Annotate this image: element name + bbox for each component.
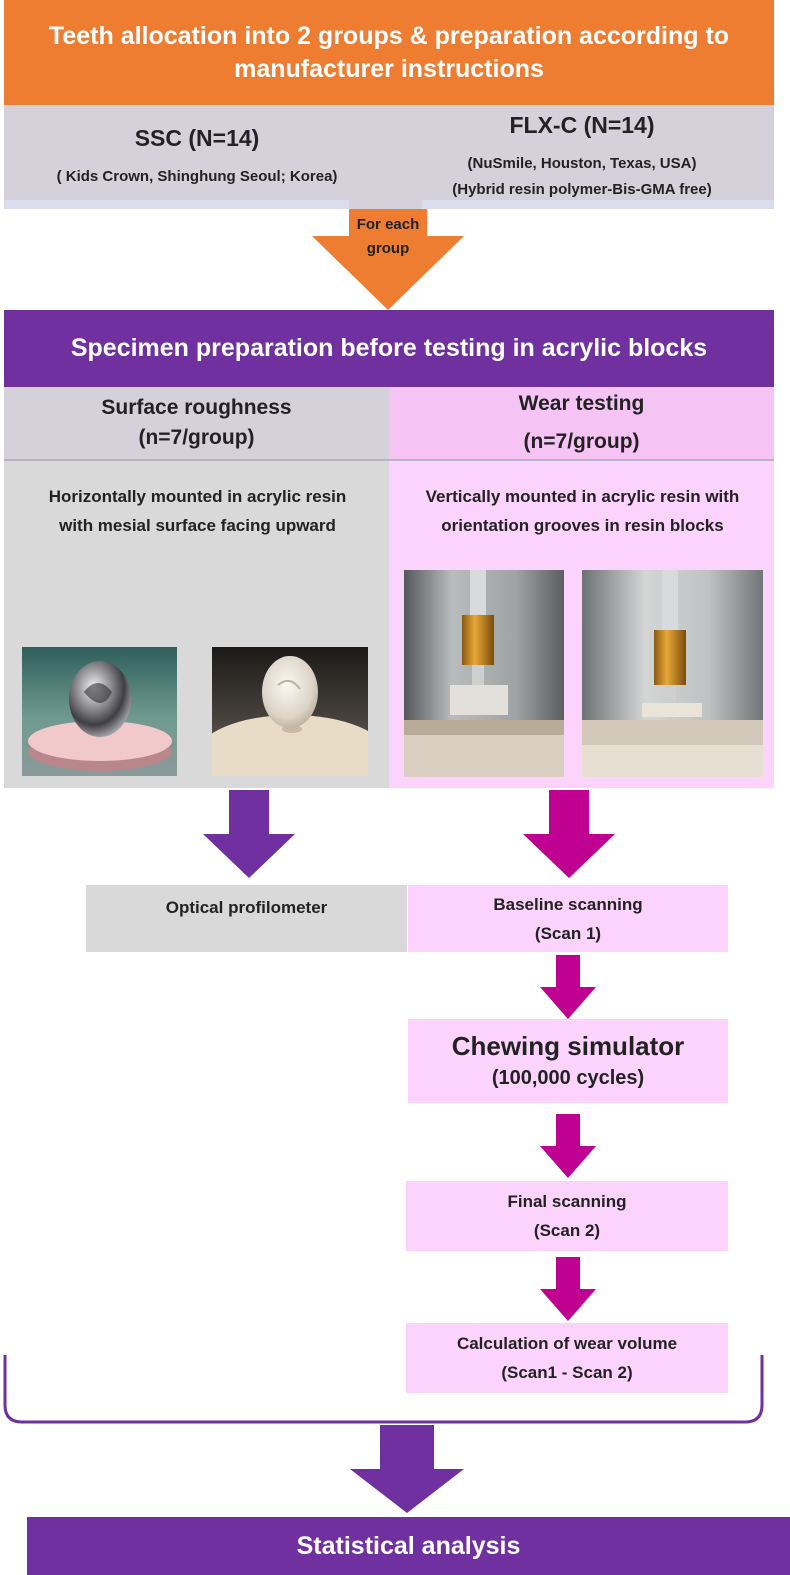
final-arrow-icon [350, 1425, 464, 1513]
statistical-analysis-title: Statistical analysis [296, 1531, 521, 1560]
wear-mounting-description: Vertically mounted in acrylic resin with… [425, 487, 740, 535]
final-scanning-title: Final scanning [507, 1192, 627, 1211]
allocation-banner: Teeth allocation into 2 groups & prepara… [4, 0, 774, 105]
wear-arrow-icon [523, 790, 615, 878]
merge-bracket [3, 1355, 764, 1424]
group-flxc-detail-1: (NuSmile, Houston, Texas, USA) [467, 154, 697, 172]
final-scanning-box: Final scanning (Scan 2) [406, 1181, 728, 1251]
chewing-tester-photo-2 [582, 570, 763, 777]
chewing-simulator-sub: (100,000 cycles) [491, 1067, 645, 1089]
group-ssc-detail: ( Kids Crown, Shinghung Seoul; Korea) [56, 167, 338, 185]
step-arrow-icon-2 [540, 1114, 596, 1178]
chewing-tester-photo-1 [404, 570, 564, 777]
surface-arrow-icon [203, 790, 295, 878]
statistical-analysis-banner: Statistical analysis [27, 1517, 790, 1575]
for-each-group-label: For each group [356, 216, 420, 257]
group-flxc-box: FLX-C (N=14) (NuSmile, Houston, Texas, U… [390, 105, 774, 209]
final-scanning-sub: (Scan 2) [533, 1221, 601, 1240]
chewing-simulator-title: Chewing simulator [451, 1031, 685, 1061]
wear-testing-count: (n=7/group) [523, 430, 640, 453]
allocation-title: Teeth allocation into 2 groups & prepara… [48, 21, 730, 83]
group-ssc-name: SSC (N=14) [134, 124, 260, 151]
optical-profilometer-label: Optical profilometer [165, 898, 328, 917]
surface-roughness-count: (n=7/group) [138, 426, 255, 449]
step-arrow-icon-3 [540, 1257, 596, 1321]
surface-roughness-title: Surface roughness [101, 396, 292, 419]
wear-testing-title: Wear testing [518, 392, 645, 415]
chewing-simulator-box: Chewing simulator (100,000 cycles) [408, 1019, 728, 1103]
ssc-specimen-photo [22, 647, 177, 776]
step-arrow-icon-1 [540, 955, 596, 1019]
group-underline-right [422, 200, 774, 209]
orange-arrow-icon [312, 209, 464, 310]
specimen-prep-banner: Specimen preparation before testing in a… [4, 310, 774, 387]
baseline-scanning-box: Baseline scanning (Scan 1) [408, 885, 728, 952]
group-flxc-detail-2: (Hybrid resin polymer-Bis-GMA free) [452, 180, 712, 198]
group-flxc-name: FLX-C (N=14) [509, 111, 655, 138]
baseline-scanning-title: Baseline scanning [493, 894, 643, 914]
surface-mounting-description: Horizontally mounted in acrylic resin wi… [48, 487, 347, 535]
header-divider [4, 459, 774, 461]
optical-profilometer-box: Optical profilometer [86, 885, 407, 952]
surface-roughness-header: Surface roughness (n=7/group) [4, 387, 389, 459]
wear-testing-header: Wear testing (n=7/group) [389, 387, 774, 459]
flxc-specimen-photo [212, 647, 368, 776]
wear-volume-calculation-sub: (Scan1 - Scan 2) [501, 1363, 633, 1382]
specimen-prep-title: Specimen preparation before testing in a… [70, 334, 708, 362]
group-underline-left [4, 200, 349, 209]
baseline-scanning-sub: (Scan 1) [534, 923, 602, 943]
group-ssc-box: SSC (N=14) ( Kids Crown, Shinghung Seoul… [4, 105, 390, 209]
wear-volume-calculation-title: Calculation of wear volume [456, 1334, 678, 1353]
wear-volume-calculation-box: Calculation of wear volume (Scan1 - Scan… [406, 1323, 728, 1393]
